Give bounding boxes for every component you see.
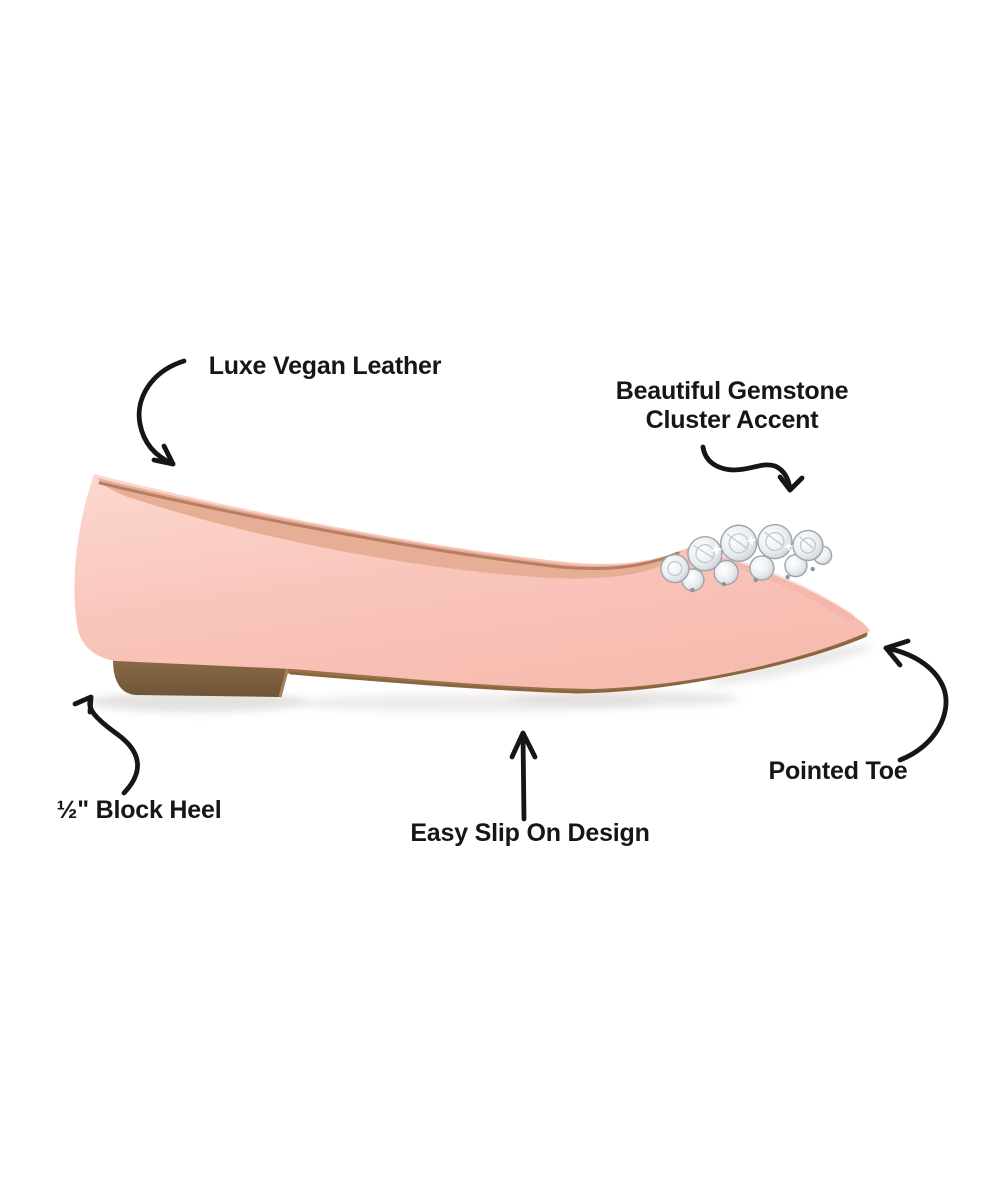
label-luxe-vegan-leather: Luxe Vegan Leather <box>208 352 442 380</box>
label-pointed-toe: Pointed Toe <box>768 757 908 785</box>
label-slip-on: Easy Slip On Design <box>410 819 650 847</box>
arrow-slip-on <box>509 730 538 822</box>
label-block-heel: ½" Block Heel <box>56 796 222 824</box>
arrow-block-heel <box>72 694 140 796</box>
label-gemstone-line1: Beautiful Gemstone <box>615 377 849 405</box>
label-gemstone-cluster: Beautiful Gemstone Cluster Accent <box>616 377 849 435</box>
shoe-body <box>74 474 871 689</box>
heel-block <box>113 660 290 698</box>
ground-shadow <box>88 644 873 712</box>
arrow-gemstone-cluster <box>700 444 805 493</box>
arrow-luxe-vegan-leather <box>136 358 187 467</box>
arrow-pointed-toe <box>883 638 949 763</box>
label-gemstone-line2: Cluster Accent <box>645 406 819 434</box>
gemstone-cluster-icon <box>660 523 833 593</box>
insole-lining <box>97 478 683 579</box>
